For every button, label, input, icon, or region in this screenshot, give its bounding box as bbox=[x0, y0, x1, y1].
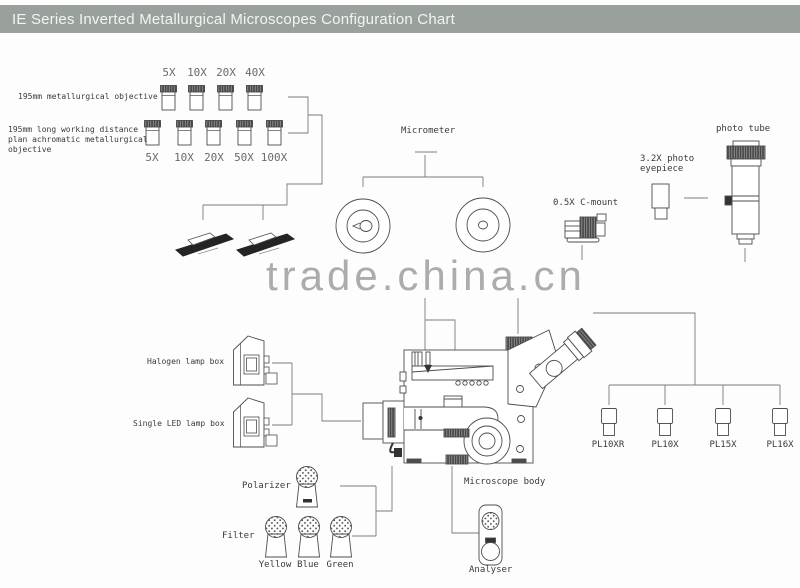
cmount-label: 0.5X C-mount bbox=[553, 198, 619, 208]
filter-label: Filter bbox=[222, 531, 255, 541]
mag-label: 100X bbox=[260, 151, 288, 164]
header-bar: IE Series Inverted Metallurgical Microsc… bbox=[0, 5, 800, 33]
mag-label: 10X bbox=[174, 151, 194, 164]
polarizer-drawing bbox=[296, 466, 318, 508]
mag-label: 40X bbox=[245, 66, 265, 79]
mag-label: 20X bbox=[216, 66, 236, 79]
filter-color-label: Blue bbox=[297, 560, 319, 570]
objectives-row2-drawing bbox=[144, 120, 283, 146]
objectives-row2-label-line3: objective bbox=[8, 145, 52, 154]
microscope-body-drawing bbox=[362, 327, 597, 465]
photo-eyepiece-label-line2: eyepiece bbox=[640, 164, 684, 174]
led-lamp-drawing bbox=[233, 397, 278, 448]
objectives-row2-label-line1: 195mm long working distance bbox=[8, 125, 139, 134]
micrometer-drawings bbox=[335, 197, 511, 254]
cmount-drawing bbox=[564, 213, 607, 243]
photo-tube-label: photo tube bbox=[716, 124, 771, 134]
eyepiece-label: PL10X bbox=[651, 440, 679, 450]
page-title: IE Series Inverted Metallurgical Microsc… bbox=[12, 10, 455, 28]
led-lamp-label: Single LED lamp box bbox=[133, 419, 225, 428]
filters-drawing bbox=[265, 516, 352, 558]
objectives-row1-label: 195mm metallurgical objective bbox=[18, 92, 158, 101]
mag-label: 50X bbox=[234, 151, 254, 164]
analyser-drawing bbox=[478, 504, 503, 566]
micrometer-label: Micrometer bbox=[401, 126, 456, 136]
objectives-row1-drawing bbox=[160, 85, 263, 111]
microscope-body-label: Microscope body bbox=[464, 477, 546, 487]
filter-color-label: Green bbox=[326, 560, 354, 570]
analyser-label: Analyser bbox=[469, 565, 513, 575]
polarizer-label: Polarizer bbox=[242, 481, 291, 491]
photo-eyepiece-label-line1: 3.2X photo bbox=[640, 154, 695, 164]
connector-lines bbox=[202, 96, 781, 537]
photo-eyepiece-drawing bbox=[651, 183, 670, 220]
mag-label: 5X bbox=[145, 151, 159, 164]
halogen-lamp-label: Halogen lamp box bbox=[147, 357, 225, 366]
photo-tube-drawing bbox=[724, 140, 766, 245]
eyepiece-label: PL16X bbox=[766, 440, 794, 450]
eyepiece-label: PL10XR bbox=[591, 440, 625, 450]
objectives-row2-label-line2: plan achromatic metallurgical bbox=[8, 135, 148, 144]
eyepiece-label: PL15X bbox=[709, 440, 737, 450]
pl-eyepieces-drawing bbox=[601, 408, 788, 436]
filter-color-label: Yellow bbox=[258, 560, 292, 570]
stage-plate-right bbox=[236, 232, 295, 257]
mag-label: 20X bbox=[204, 151, 224, 164]
mag-label: 10X bbox=[187, 66, 207, 79]
watermark-text: trade.china.cn bbox=[266, 252, 586, 299]
halogen-lamp-drawing bbox=[233, 335, 278, 386]
stage-plate-left bbox=[175, 232, 234, 257]
mag-label: 5X bbox=[162, 66, 176, 79]
